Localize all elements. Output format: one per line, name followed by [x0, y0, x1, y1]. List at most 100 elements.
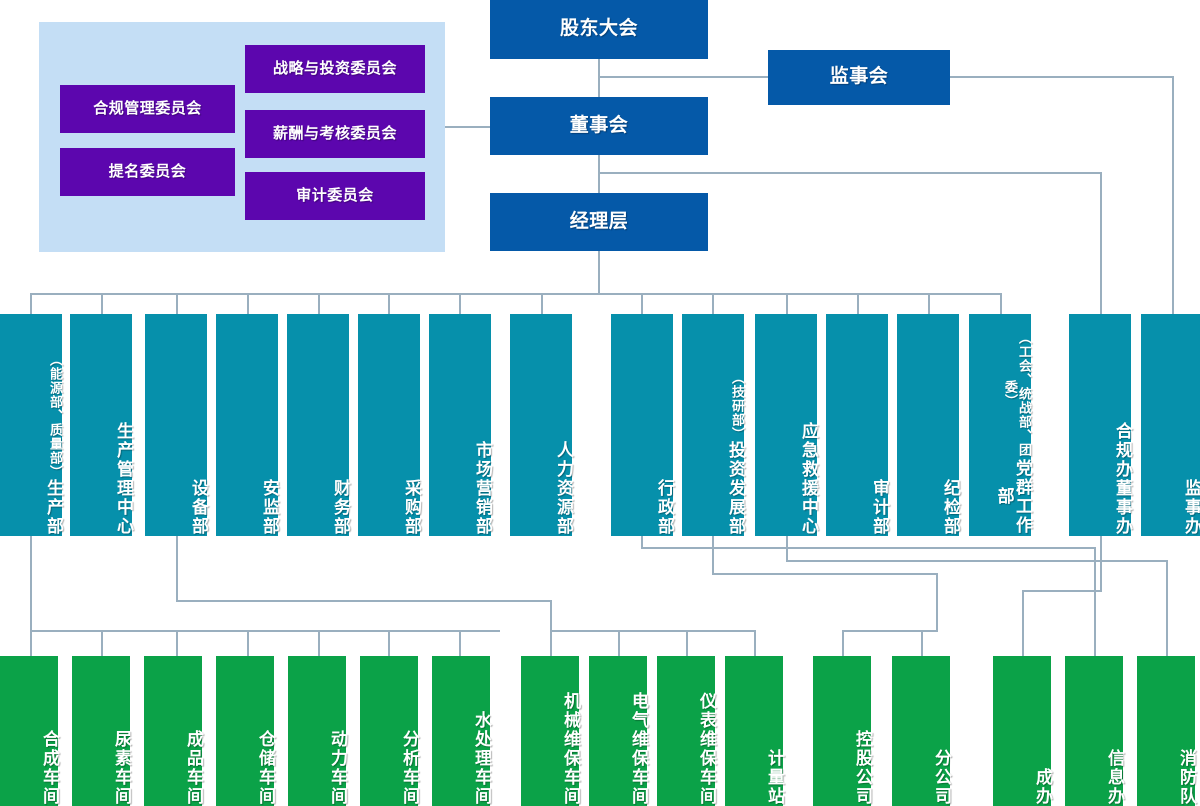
connector-department-bus: [30, 293, 1002, 295]
department-label: 采购部: [402, 479, 421, 536]
connector-workshop-drop-5: [318, 630, 320, 656]
connector-workshop-drop-3: [176, 630, 178, 656]
connector-drop-dept-11: [786, 293, 788, 314]
connector-board-compliance: [598, 172, 1102, 174]
department-safety-supervision[interactable]: 安监部: [216, 314, 279, 536]
unit-branch-company[interactable]: 分公司: [892, 656, 951, 806]
department-party-work[interactable]: 党群工作部 （工会、统战部、团委）: [969, 314, 1032, 536]
unit-mechanical-maintenance-workshop[interactable]: 机械维保车间: [521, 656, 580, 806]
unit-holding-company[interactable]: 控股公司: [813, 656, 872, 806]
committee-nomination[interactable]: 提名委员会: [60, 148, 235, 196]
connector-maint-bus: [550, 630, 756, 632]
connector-drop-dept-3: [176, 293, 178, 314]
unit-label: 电气维保车间: [629, 692, 648, 806]
connector-supervisory-right: [950, 76, 1174, 78]
unit-analysis-workshop[interactable]: 分析车间: [360, 656, 419, 806]
unit-urea-workshop[interactable]: 尿素车间: [72, 656, 131, 806]
committee-strategy-investment[interactable]: 战略与投资委员会: [245, 45, 425, 93]
department-label: 财务部: [331, 479, 350, 536]
unit-label: 机械维保车间: [561, 692, 580, 806]
node-management[interactable]: 经理层: [490, 193, 708, 251]
connector-maint-drop-3: [686, 630, 688, 656]
connector-compliance-down: [1100, 172, 1102, 314]
connector-emerg-right: [786, 560, 1168, 562]
department-production[interactable]: 生产部 （能源部、质量部）: [0, 314, 63, 536]
connector-drop-dept-1: [30, 293, 32, 314]
department-audit[interactable]: 审计部: [826, 314, 889, 536]
node-supervisory-board[interactable]: 监事会: [768, 50, 950, 105]
department-supervisory-office[interactable]: 监事办: [1141, 314, 1200, 536]
connector-equip-drop: [550, 600, 552, 630]
department-equipment[interactable]: 设备部: [145, 314, 208, 536]
committee-audit[interactable]: 审计委员会: [245, 172, 425, 220]
department-compliance-board-office[interactable]: 合规办董事办: [1069, 314, 1132, 536]
unit-instrument-maintenance-workshop[interactable]: 仪表维保车间: [657, 656, 716, 806]
unit-label: 分析车间: [400, 730, 419, 806]
unit-water-treatment-workshop[interactable]: 水处理车间: [432, 656, 491, 806]
committee-label: 提名委员会: [108, 163, 187, 180]
connector-admin-right: [641, 547, 1096, 549]
connector-drop-dept-2: [101, 293, 103, 314]
unit-label: 合成车间: [40, 730, 59, 806]
unit-label: 仪表维保车间: [697, 692, 716, 806]
unit-synthesis-workshop[interactable]: 合成车间: [0, 656, 59, 806]
department-investment-development[interactable]: 投资发展部 （技研部）: [682, 314, 745, 536]
connector-chengban-drop: [1022, 590, 1024, 656]
unit-label: 控股公司: [853, 730, 872, 806]
department-administration[interactable]: 行政部: [611, 314, 674, 536]
unit-metering-station[interactable]: 计量站: [725, 656, 784, 806]
connector-maint-drop-4: [754, 630, 756, 656]
department-sublabel: （技研部）: [730, 371, 745, 441]
node-label: 董事会: [569, 114, 629, 136]
department-emergency-rescue-center[interactable]: 应急救援中心: [755, 314, 818, 536]
connector-drop-dept-7: [459, 293, 461, 314]
unit-chengban-office[interactable]: 成办: [993, 656, 1052, 806]
unit-label: 分公司: [932, 749, 951, 806]
committee-compliance-management[interactable]: 合规管理委员会: [60, 85, 235, 133]
department-human-resources[interactable]: 人力资源部: [510, 314, 573, 536]
unit-warehouse-workshop[interactable]: 仓储车间: [216, 656, 275, 806]
department-label: 纪检部: [941, 479, 960, 536]
connector-drop-dept-9: [641, 293, 643, 314]
connector-workshop-drop-7: [459, 630, 461, 656]
unit-fire-brigade[interactable]: 消防队: [1137, 656, 1196, 806]
connector-drop-dept-13: [928, 293, 930, 314]
connector-prod-down: [30, 536, 32, 631]
committee-compensation-assessment[interactable]: 薪酬与考核委员会: [245, 110, 425, 158]
department-marketing[interactable]: 市场营销部: [429, 314, 492, 536]
unit-power-workshop[interactable]: 动力车间: [288, 656, 347, 806]
connector-drop-dept-4: [247, 293, 249, 314]
unit-electrical-maintenance-workshop[interactable]: 电气维保车间: [589, 656, 648, 806]
node-label: 经理层: [569, 210, 629, 232]
committee-label: 合规管理委员会: [93, 100, 202, 117]
department-production-management-center[interactable]: 生产管理中心: [70, 314, 133, 536]
department-discipline-inspection[interactable]: 纪检部: [897, 314, 960, 536]
connector-invest-down: [712, 536, 714, 574]
connector-admin-down: [641, 536, 643, 549]
connector-subsidiary-drop-2: [921, 630, 923, 656]
connector-board-management: [598, 155, 600, 193]
connector-workshop-drop-4: [247, 630, 249, 656]
connector-workshop-drop-6: [388, 630, 390, 656]
department-label: 投资发展部: [726, 441, 745, 536]
connector-supervisory-down: [1172, 76, 1174, 314]
department-label: 设备部: [189, 479, 208, 536]
connector-drop-dept-10: [712, 293, 714, 314]
department-procurement[interactable]: 采购部: [358, 314, 421, 536]
department-label: 市场营销部: [473, 441, 492, 536]
connector-equip-down: [176, 536, 178, 602]
unit-label: 信息办: [1105, 749, 1124, 806]
unit-label: 水处理车间: [472, 711, 491, 806]
connector-drop-dept-12: [857, 293, 859, 314]
unit-finished-product-workshop[interactable]: 成品车间: [144, 656, 203, 806]
department-finance[interactable]: 财务部: [287, 314, 350, 536]
connector-subsidiary-drop-1: [842, 630, 844, 656]
department-label: 人力资源部: [554, 441, 573, 536]
node-board-of-directors[interactable]: 董事会: [490, 97, 708, 155]
connector-workshop-drop-2: [101, 630, 103, 656]
connector-drop-dept-14: [1000, 293, 1002, 314]
committee-label: 审计委员会: [296, 187, 374, 204]
node-shareholders-meeting[interactable]: 股东大会: [490, 0, 708, 59]
unit-information-office[interactable]: 信息办: [1065, 656, 1124, 806]
connector-workshop-bus: [30, 630, 500, 632]
